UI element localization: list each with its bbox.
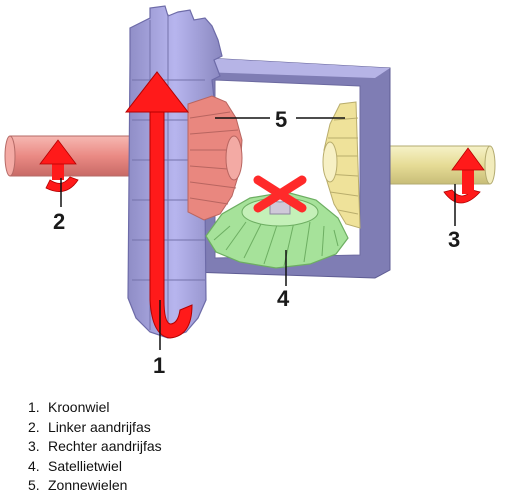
callout-2: 2 bbox=[53, 209, 65, 234]
callout-3: 3 bbox=[448, 227, 460, 252]
legend-number: 4. bbox=[28, 457, 40, 474]
rotation-arrow-icon bbox=[443, 147, 485, 204]
legend-label: Satellietwiel bbox=[48, 457, 122, 474]
legend-label: Rechter aandrijfas bbox=[48, 438, 162, 454]
legend-item: 2. Linker aandrijfas bbox=[28, 418, 162, 438]
rotation-arrow-icon bbox=[39, 139, 79, 192]
legend-number: 3. bbox=[28, 438, 40, 454]
legend-item: 1. Kroonwiel bbox=[28, 398, 162, 418]
callout-4: 4 bbox=[277, 286, 290, 311]
callout-5: 5 bbox=[275, 107, 287, 132]
cross-mark-icon bbox=[253, 175, 307, 213]
legend: 1. Kroonwiel 2. Linker aandrijfas 3. Rec… bbox=[28, 398, 162, 496]
differential-diagram: 1 2 3 4 5 bbox=[4, 5, 496, 378]
legend-label: Kroonwiel bbox=[48, 399, 110, 415]
legend-item: 4. Satellietwiel bbox=[28, 457, 162, 477]
leader-lines bbox=[60, 117, 456, 350]
legend-item: 5. Zonnewielen bbox=[28, 476, 162, 496]
callout-1: 1 bbox=[153, 353, 165, 378]
legend-label: Zonnewielen bbox=[48, 477, 128, 493]
sun-gear-right bbox=[322, 101, 361, 229]
legend-number: 2. bbox=[28, 418, 40, 435]
legend-number: 5. bbox=[28, 477, 40, 493]
legend-item: 3. Rechter aandrijfas bbox=[28, 437, 162, 457]
legend-number: 1. bbox=[28, 399, 40, 415]
legend-label: Linker aandrijfas bbox=[48, 418, 151, 435]
sun-gear-left bbox=[187, 95, 243, 221]
